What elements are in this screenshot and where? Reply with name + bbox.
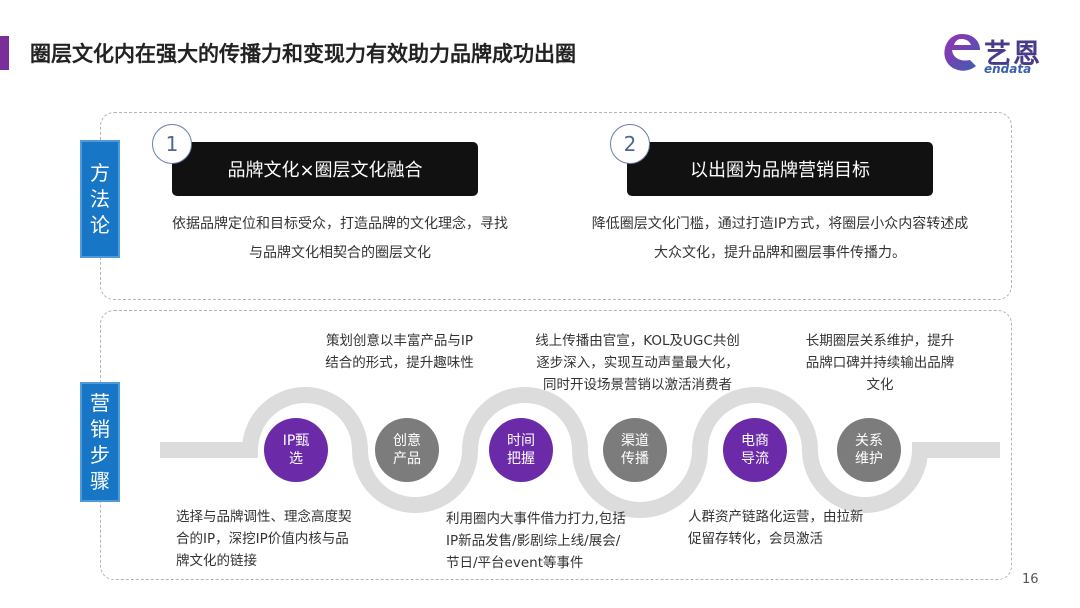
step-channel-spread: 渠道传播 xyxy=(603,418,667,482)
method-item-1-desc: 依据品牌定位和目标受众，打造品牌的文化理念，寻找与品牌文化相契合的圈层文化 xyxy=(172,216,508,261)
step-2-label: 创意产品 xyxy=(393,433,421,467)
note-channel: 线上传播由官宣，KOL及UGC共创逐步深入，实现互动声量最大化，同时开设场景营销… xyxy=(535,333,740,393)
title-accent-bar xyxy=(0,36,9,70)
note-ip: 选择与品牌调性、理念高度契合的IP，深挖IP价值内核与品牌文化的链接 xyxy=(176,509,352,569)
note-ecommerce: 人群资产链路化运营，由拉新促留存转化，会员激活 xyxy=(688,509,864,547)
step-relationship: 关系维护 xyxy=(837,418,901,482)
logo-text-zh: 艺恩 xyxy=(984,39,1042,70)
method-tab: 方法论 xyxy=(80,140,120,258)
method-tab-label: 方法论 xyxy=(90,161,110,237)
step-1-label: IP甄选 xyxy=(282,433,310,467)
method-item-1-title: 品牌文化×圈层文化融合 xyxy=(172,142,478,196)
method-item-1-number: 1 xyxy=(152,124,192,164)
note-timing: 利用圈内大事件借力打力,包括IP新品发售/影剧综上线/展会/节日/平台event… xyxy=(446,511,626,571)
page-title: 圈层文化内在强大的传播力和变现力有效助力品牌成功出圈 xyxy=(30,42,576,66)
step-creative-product: 创意产品 xyxy=(375,418,439,482)
step-ip-selection: IP甄选 xyxy=(264,418,328,482)
note-creative: 策划创意以丰富产品与IP结合的形式，提升趣味性 xyxy=(325,333,474,371)
step-ecommerce: 电商导流 xyxy=(723,418,787,482)
step-3-label: 时间把握 xyxy=(507,433,535,467)
brand-logo: 艺恩 endata xyxy=(940,30,1060,78)
method-item-2-number: 2 xyxy=(610,124,650,164)
marketing-tab-label: 营销步骤 xyxy=(90,391,110,493)
method-item-2-desc: 降低圈层文化门槛，通过打造IP方式，将圈层小众内容转述成大众文化，提升品牌和圈层… xyxy=(591,216,969,261)
step-wave-connector xyxy=(160,387,1000,518)
method-item-2-title: 以出圈为品牌营销目标 xyxy=(627,142,933,196)
note-relationship: 长期圈层关系维护，提升品牌口碑并持续输出品牌文化 xyxy=(805,333,955,393)
step-6-label: 关系维护 xyxy=(855,433,883,467)
marketing-tab: 营销步骤 xyxy=(80,382,120,502)
method-panel xyxy=(100,112,1012,300)
logo-text-en: endata xyxy=(984,62,1032,76)
step-5-label: 电商导流 xyxy=(741,433,769,467)
step-4-label: 渠道传播 xyxy=(621,433,649,467)
step-timing: 时间把握 xyxy=(489,418,553,482)
page-number: 16 xyxy=(1022,572,1039,587)
endata-logo-icon xyxy=(944,34,980,71)
